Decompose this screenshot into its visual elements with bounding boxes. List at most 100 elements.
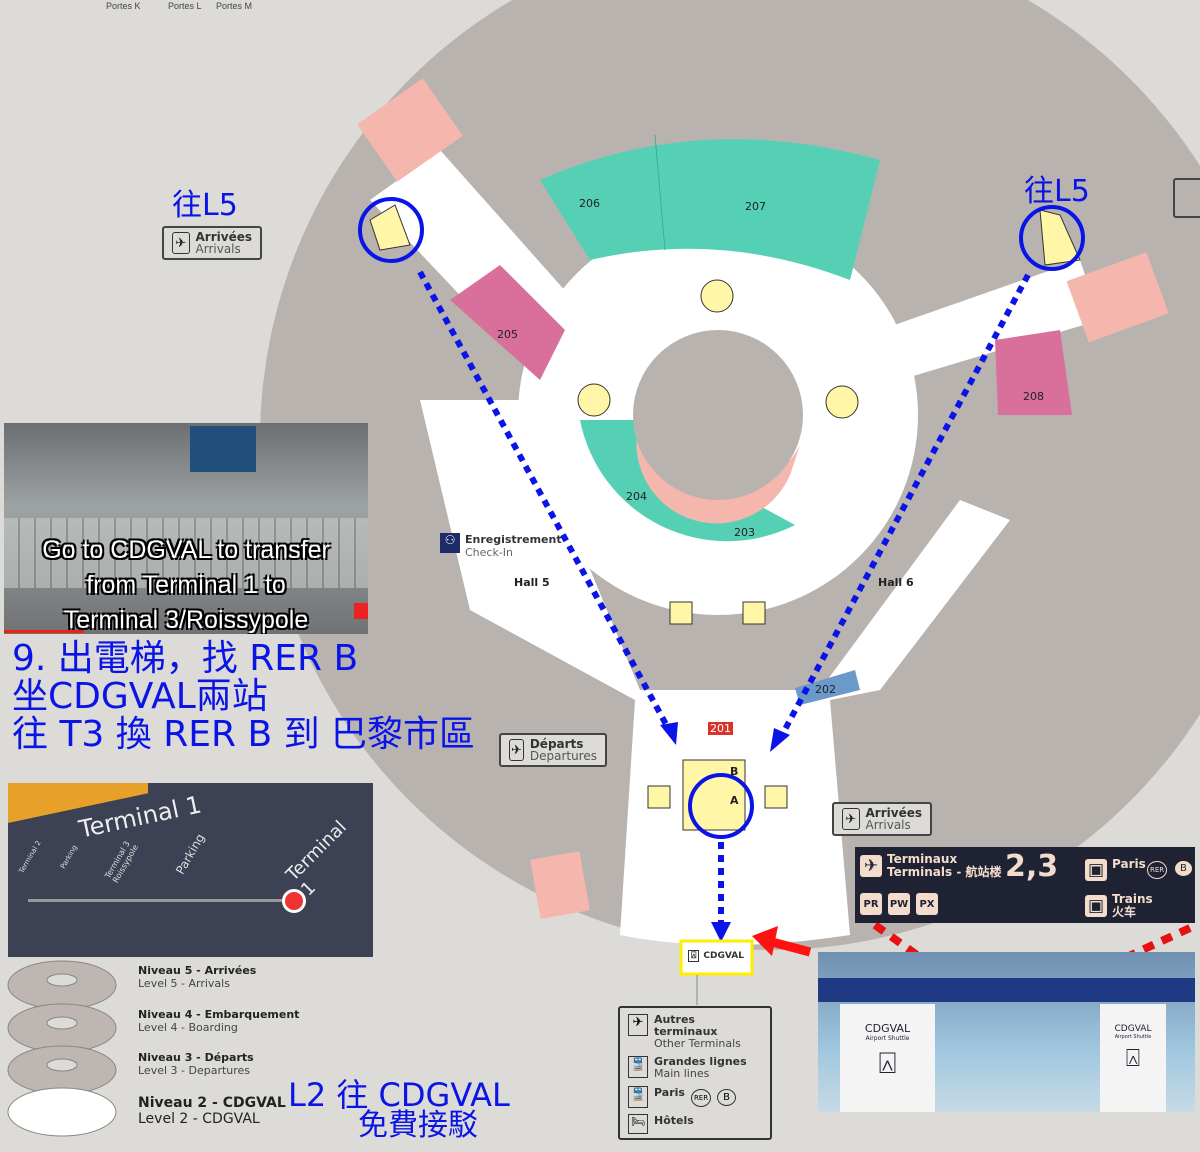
platform-doors	[4, 518, 368, 588]
zone-label: 205	[497, 328, 518, 341]
to-l5-left: 往L5	[172, 188, 238, 223]
line-b-badge: B	[1175, 861, 1192, 876]
elevator-label-a: A	[730, 794, 739, 807]
restroom-right	[1066, 252, 1169, 343]
cdgval-panel-left: CDGVAL Airport Shuttle ⍓	[840, 1004, 935, 1112]
zone-label: 204	[626, 490, 647, 503]
cdgval-highlight	[679, 939, 754, 976]
overhead-sign	[818, 978, 1195, 1002]
panel-title: CDGVAL	[864, 1022, 911, 1035]
checkin-en: Check-In	[465, 546, 514, 559]
line-track	[28, 899, 298, 902]
sign-fr: Arrivées	[195, 230, 252, 244]
bed-icon: 🛏	[628, 1114, 648, 1134]
red-pointer-arrow	[752, 926, 812, 957]
direction-fr: Paris	[654, 1086, 685, 1099]
line-b-badge: B	[717, 1089, 736, 1106]
terminals-number: 2,3	[1005, 849, 1059, 884]
lower-hall	[420, 400, 1010, 945]
rer-badge: RER	[1147, 861, 1168, 879]
cdgval-panel-right: CDGVAL Airport Shuttle ⍓	[1100, 1004, 1166, 1112]
zone-208	[995, 330, 1072, 415]
plane-icon: ✈	[628, 1014, 648, 1036]
sign-en: Arrivals	[195, 242, 241, 256]
zone-202	[795, 670, 860, 705]
step-line: 往 T3 換 RER B 到 巴黎市區	[12, 714, 476, 755]
step-instructions: 9. 出電梯，找 RER B 坐CDGVAL兩站 往 T3 換 RER B 到 …	[12, 640, 475, 754]
sign-en: Departures	[529, 749, 597, 763]
free-shuttle-label: 免費接駁	[358, 1108, 478, 1143]
corridor-right-arm	[880, 260, 1100, 380]
train-icon: ▣	[1085, 895, 1107, 917]
level-fr: Niveau 4 - Embarquement	[138, 1008, 300, 1021]
parking-px-icon: PX	[916, 893, 938, 915]
shuttle-icon: ⍓	[688, 950, 700, 962]
checkin-icon: ⚇	[440, 533, 460, 553]
trains-en: Trains	[1112, 892, 1153, 906]
train-icon: ▣	[1085, 859, 1107, 881]
direction-fr: Hôtels	[654, 1114, 694, 1127]
gate-label-l: Portes L	[168, 1, 202, 11]
parking-pw-icon: PW	[888, 893, 910, 915]
plane-landing-icon: ✈	[842, 808, 860, 830]
direction-en: Other Terminals	[653, 1037, 741, 1050]
plane-icon: ✈	[860, 855, 882, 877]
train-icon: 🚆	[628, 1056, 648, 1078]
zone-label: 203	[734, 526, 755, 539]
platform-display	[190, 426, 256, 472]
level-en: Level 3 - Departures	[138, 1064, 251, 1077]
direction-row: 🛏 Hôtels	[628, 1114, 762, 1134]
terminal1-line-sign-photo: Terminal 1 Terminal 2 Parking Terminal 3…	[8, 783, 373, 957]
paris-label: Paris	[1112, 857, 1146, 871]
gate-label-m: Portes M	[216, 1, 253, 11]
direction-fr: Grandes lignes	[654, 1055, 747, 1068]
zone-label: 208	[1023, 390, 1044, 403]
arrivals-sign-edge	[1173, 178, 1200, 218]
l2-cdgval-label: L2 往 CDGVAL	[288, 1076, 510, 1114]
zone-divider	[654, 134, 666, 251]
cdgval-station[interactable]: ⍓CDGVAL	[688, 950, 744, 962]
plane-takeoff-icon: ✈	[509, 739, 524, 761]
shuttle-icon: ⍓	[1125, 1044, 1141, 1072]
salmon-ring	[636, 420, 800, 524]
stop-label: Terminal 1	[282, 816, 351, 901]
plane-landing-icon: ✈	[172, 232, 190, 254]
sign-fr: Arrivées	[865, 806, 922, 820]
elevator-label-b: B	[730, 765, 739, 778]
caption-line: from Terminal 1 to	[86, 571, 286, 599]
caption-line: Terminal 3/Roissypole	[63, 606, 309, 634]
zone-label: 206	[579, 197, 600, 210]
level-fr: Niveau 3 - Départs	[138, 1051, 254, 1064]
zone-205	[450, 265, 565, 380]
stop-label: Terminal 2	[17, 839, 43, 875]
panel-sub: Airport Shuttle	[1114, 1034, 1152, 1040]
cdgval-platform-photo: Go to CDGVAL to transfer from Terminal 1…	[4, 423, 368, 634]
level-fr: Niveau 2 - CDGVAL	[138, 1095, 286, 1111]
route-right	[779, 273, 1031, 737]
video-progress-bar	[4, 630, 84, 633]
level-stack-icon	[7, 960, 117, 1137]
gate-label-k: Portes K	[106, 1, 141, 11]
shuttle-icon: ⍓	[878, 1046, 897, 1081]
parking-pr-icon: PR	[860, 893, 882, 915]
zone-207	[540, 139, 880, 280]
to-l5-right: 往L5	[1024, 174, 1090, 209]
direction-fr: Autres terminaux	[653, 1013, 718, 1038]
terminals-fr: Terminaux	[887, 852, 958, 866]
you-are-here-marker	[282, 889, 306, 913]
zone-label: 202	[815, 683, 836, 696]
panel-sub: Airport Shuttle	[865, 1035, 910, 1042]
play-icon	[354, 603, 368, 619]
trains-cn: 火车	[1112, 905, 1137, 919]
restroom-left	[357, 78, 463, 182]
level-fr: Niveau 5 - Arrivées	[138, 964, 257, 977]
train-icon: 🚆	[628, 1086, 648, 1108]
